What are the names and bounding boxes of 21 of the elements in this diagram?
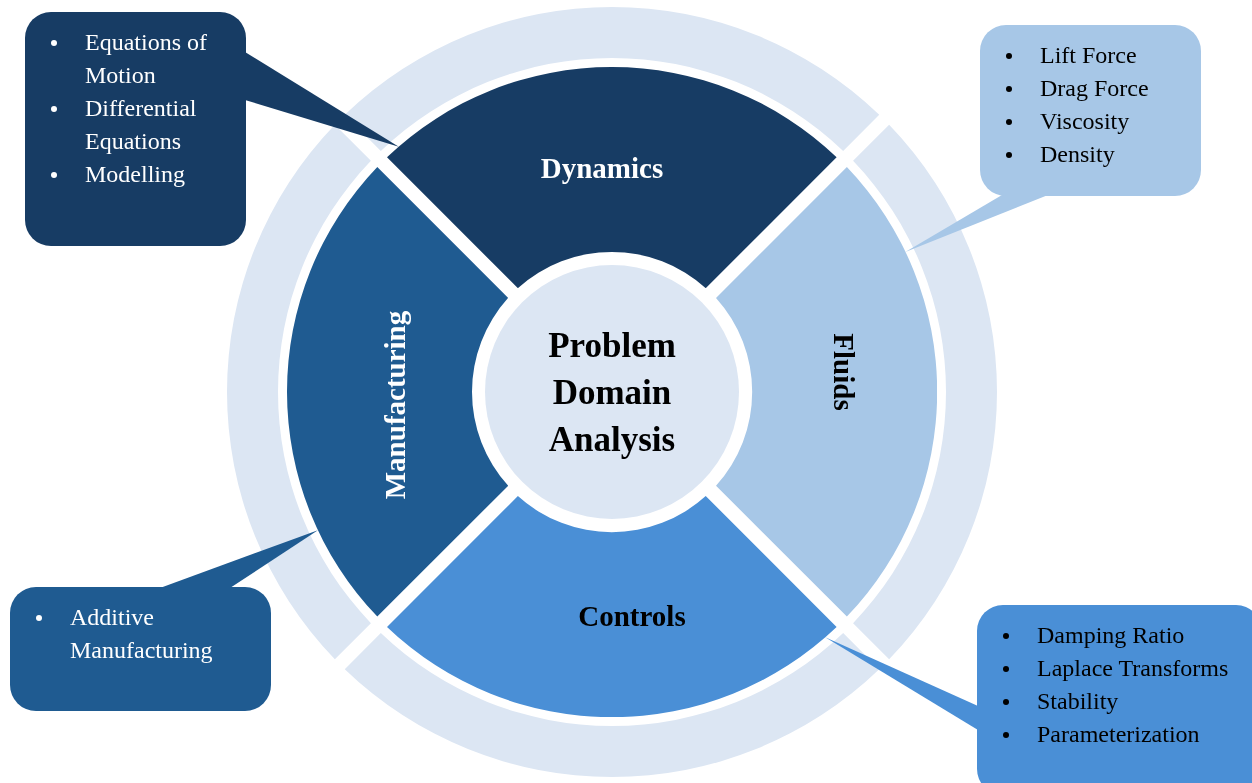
callout-bubble: [25, 12, 246, 246]
bullet-text: Laplace Transforms: [1037, 654, 1229, 683]
bullet-text: Density: [1040, 140, 1115, 169]
bullet-text: Differential Equations: [85, 94, 198, 156]
bullet-text: Lift Force: [1040, 41, 1137, 70]
bullet-text: Stability: [1037, 687, 1119, 716]
bullet-text: Damping Ratio: [1037, 621, 1185, 650]
bullet-text: Equations of Motion: [85, 28, 208, 90]
center-label: Problem Domain Analysis: [547, 324, 677, 461]
callout-bubble: [980, 25, 1201, 196]
bullet-text: Additive Manufacturing: [70, 603, 214, 665]
segment-label: Manufacturing: [378, 310, 412, 500]
bullet-text: Parameterization: [1037, 720, 1200, 749]
bullet-text: Drag Force: [1040, 74, 1149, 103]
bullet-text: Modelling: [85, 160, 185, 189]
segment-label: Dynamics: [540, 151, 664, 185]
segment-label: Fluids: [826, 333, 860, 411]
callout-pointer: [245, 52, 399, 147]
bullet-text: Viscosity: [1040, 107, 1130, 136]
segment-label: Controls: [578, 599, 686, 633]
callout-pointer: [825, 637, 978, 730]
